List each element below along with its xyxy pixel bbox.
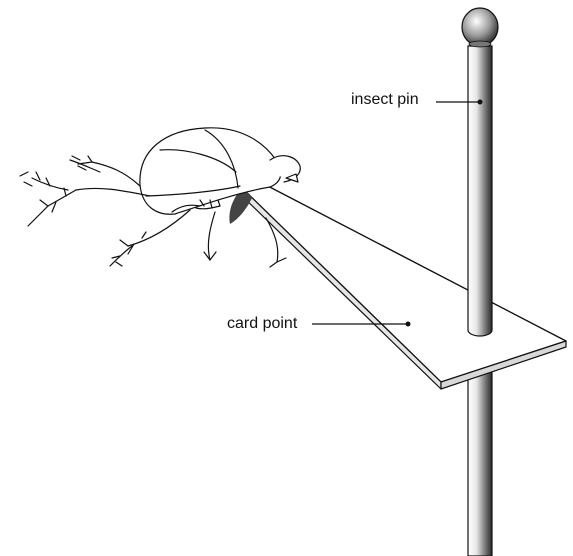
pin-shaft-lower bbox=[467, 365, 493, 556]
beetle-illustration bbox=[19, 127, 301, 268]
label-insect-pin: insect pin bbox=[351, 91, 419, 108]
pin-head bbox=[461, 7, 499, 48]
leader-insect-pin bbox=[436, 99, 483, 105]
pin-shaft-upper bbox=[467, 45, 493, 337]
leader-card-point bbox=[312, 321, 411, 327]
label-card-point: card point bbox=[227, 315, 298, 332]
card-point-shape bbox=[229, 182, 567, 390]
